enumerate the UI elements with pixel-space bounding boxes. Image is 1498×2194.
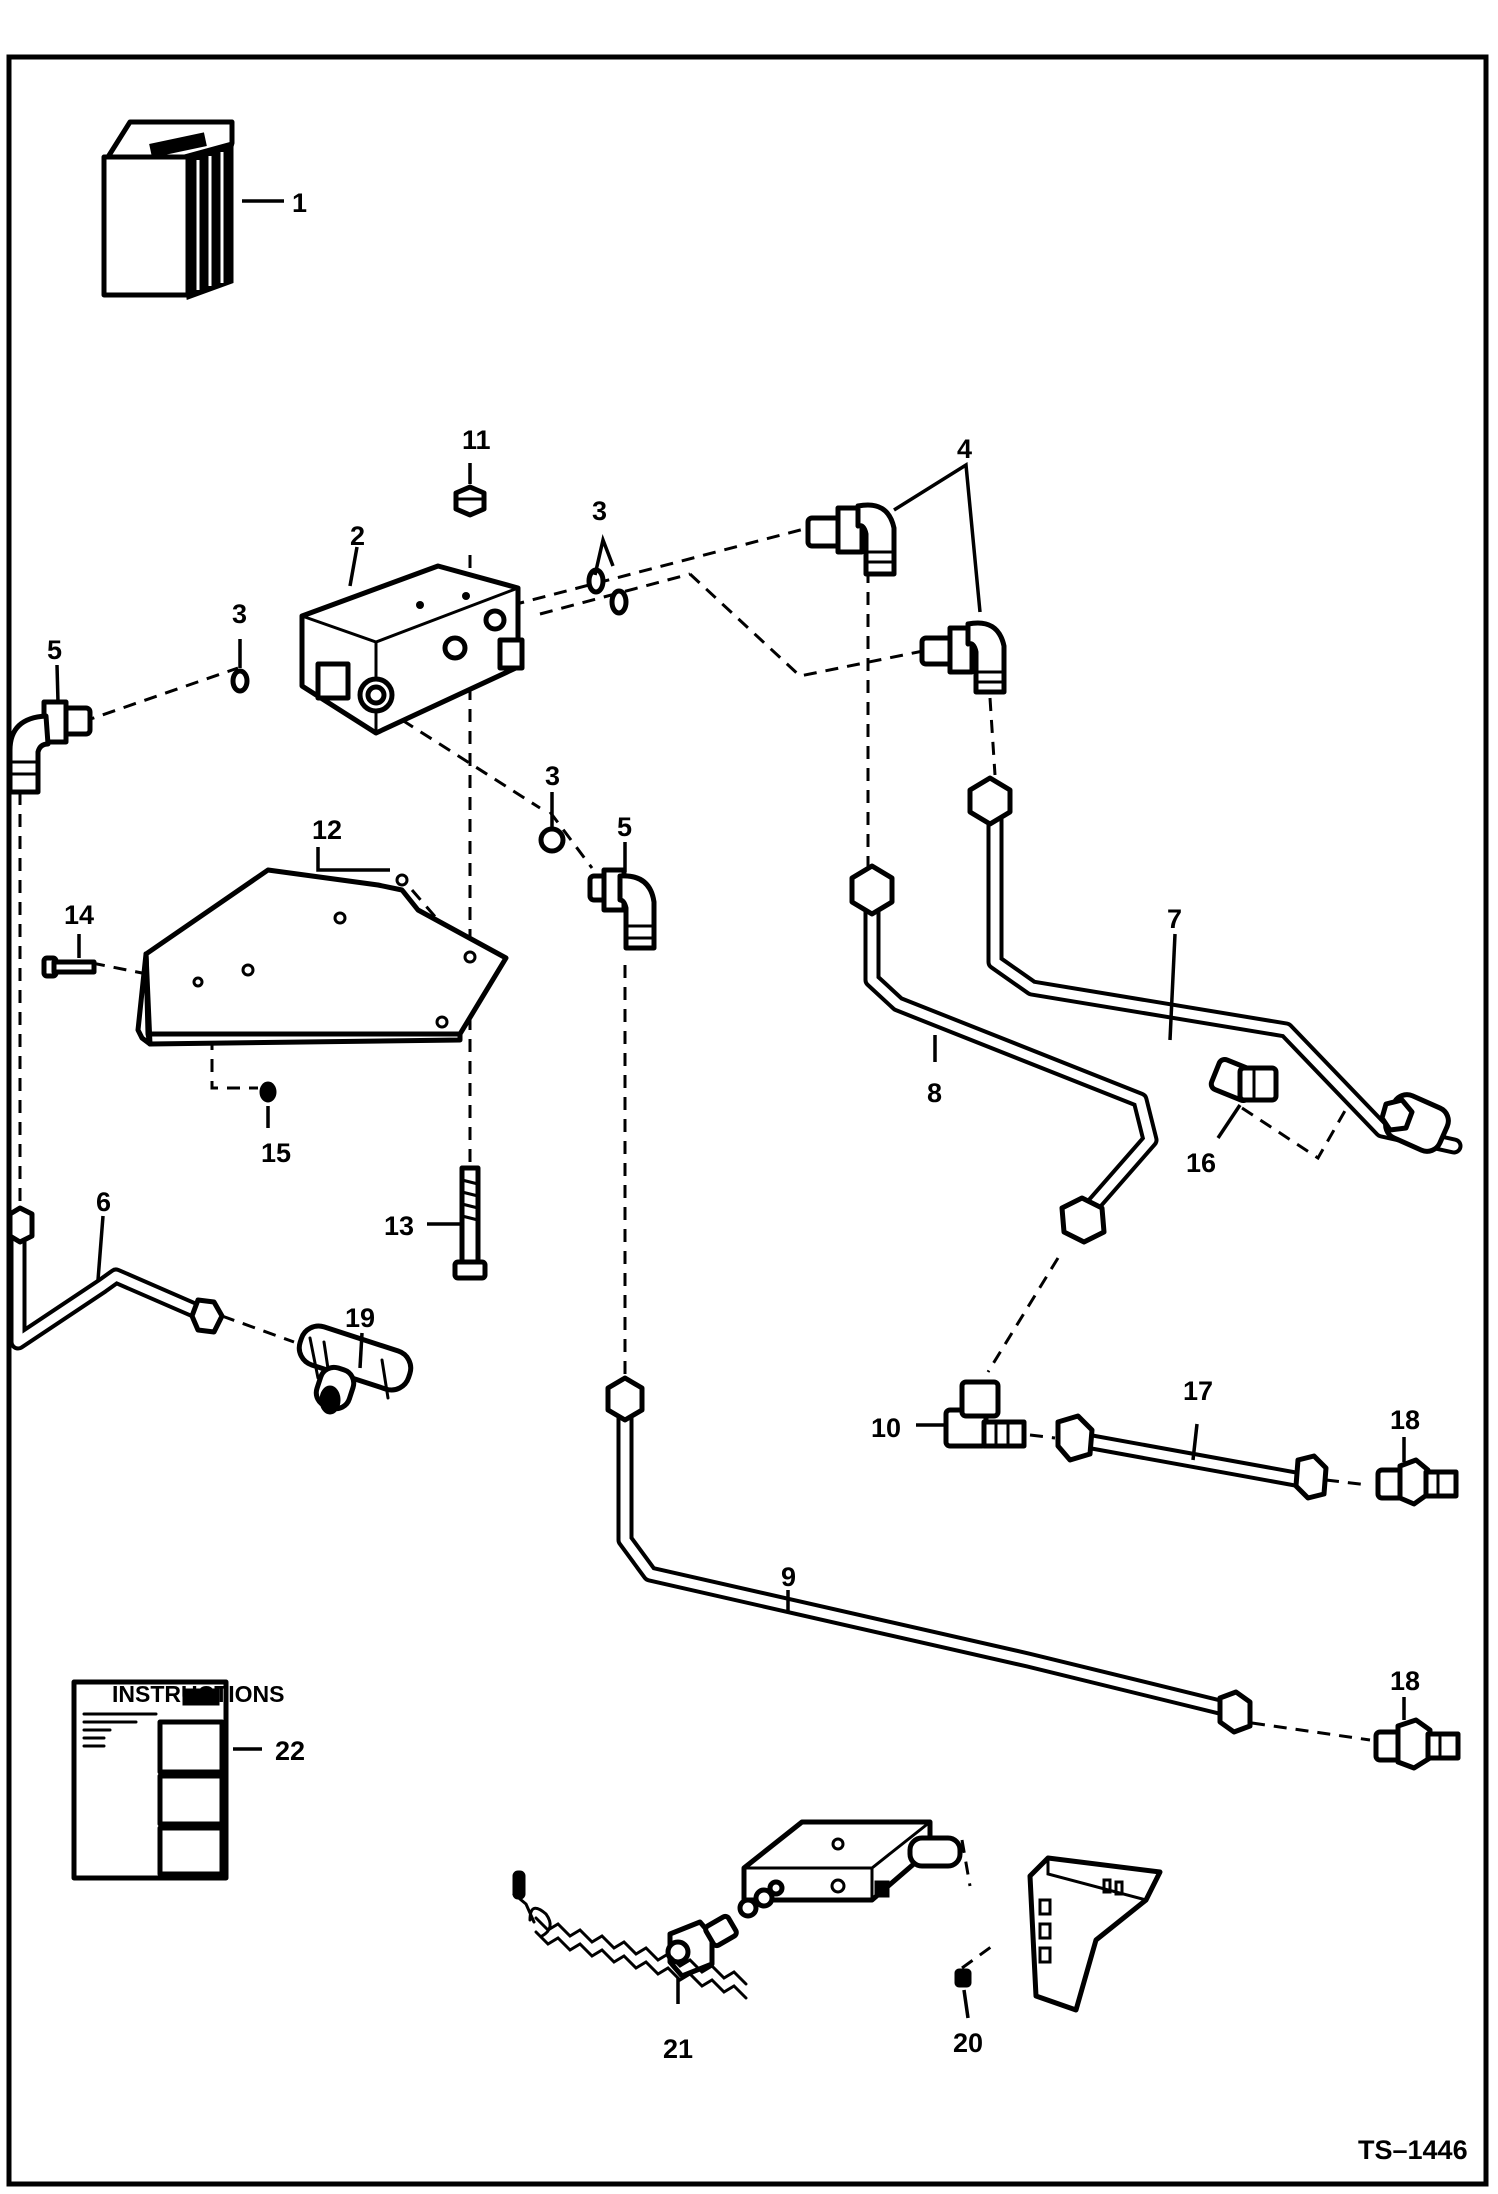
callout-14: 14 (64, 900, 94, 930)
callout-8: 8 (927, 1078, 942, 1108)
callout-10: 10 (871, 1413, 901, 1443)
cylinder-assembly-21 (512, 1819, 963, 2000)
callout-5-left: 5 (47, 635, 62, 665)
bolt-13 (452, 1165, 488, 1281)
tube-9 (605, 1375, 1253, 1735)
tee-fitting-10 (943, 1379, 1027, 1449)
callout-5-center: 5 (617, 812, 632, 842)
callout-2: 2 (350, 521, 365, 551)
callout-19: 19 (345, 1303, 375, 1333)
instruction-decal: INSTRUCTIONS (71, 1679, 285, 1881)
callout-16: 16 (1186, 1148, 1216, 1178)
adapter-16 (1208, 1056, 1279, 1104)
manual-box (101, 119, 235, 301)
tube-17 (1055, 1413, 1329, 1501)
mounting-bracket (135, 867, 509, 1047)
leader-lines (55, 199, 1406, 2019)
callout-3-left: 3 (232, 599, 247, 629)
decal-heading: INSTRUCTIONS (112, 1681, 285, 1707)
elbow-fitting-4-top (805, 502, 897, 577)
callout-15: 15 (261, 1138, 291, 1168)
tube-7 (967, 775, 1463, 1155)
callout-6: 6 (96, 1187, 111, 1217)
plate-20 (1027, 1855, 1163, 2013)
callout-numbers: 1 2 3 3 3 4 5 5 6 7 8 9 10 11 12 13 14 1… (47, 188, 1420, 2064)
callout-17: 17 (1183, 1376, 1213, 1406)
elbow-fitting-4-lower (919, 620, 1007, 695)
callout-9: 9 (781, 1562, 796, 1592)
elbow-fitting-5-left (7, 699, 93, 795)
callout-3-top: 3 (592, 496, 607, 526)
spring-coil (534, 1916, 748, 2000)
tube-8 (849, 863, 1159, 1245)
callout-22: 22 (275, 1736, 305, 1766)
callout-7: 7 (1167, 904, 1182, 934)
connector-18-lower (1373, 1717, 1461, 1771)
callout-18-upper: 18 (1390, 1405, 1420, 1435)
callout-12: 12 (312, 815, 342, 845)
nut-20 (954, 1968, 972, 1988)
valve-block (299, 563, 525, 736)
callout-3-center: 3 (545, 761, 560, 791)
tube-6 (7, 1205, 225, 1351)
connector-18-upper (1375, 1457, 1459, 1507)
callout-21: 21 (663, 2034, 693, 2064)
lock-nut (453, 484, 487, 518)
elbow-fitting-5-center (587, 867, 657, 951)
callout-18-lower: 18 (1390, 1666, 1420, 1696)
o-rings (230, 567, 629, 854)
callout-13: 13 (384, 1211, 414, 1241)
nut-15 (259, 1081, 277, 1103)
tee-19 (296, 1323, 414, 1415)
drawing-border (6, 54, 1489, 2187)
callout-11: 11 (462, 425, 491, 455)
drawing-id: TS–1446 (1358, 2135, 1468, 2165)
callout-20: 20 (953, 2028, 983, 2058)
callout-4: 4 (957, 434, 972, 464)
callout-1: 1 (292, 188, 307, 218)
bolt-14 (41, 955, 97, 979)
